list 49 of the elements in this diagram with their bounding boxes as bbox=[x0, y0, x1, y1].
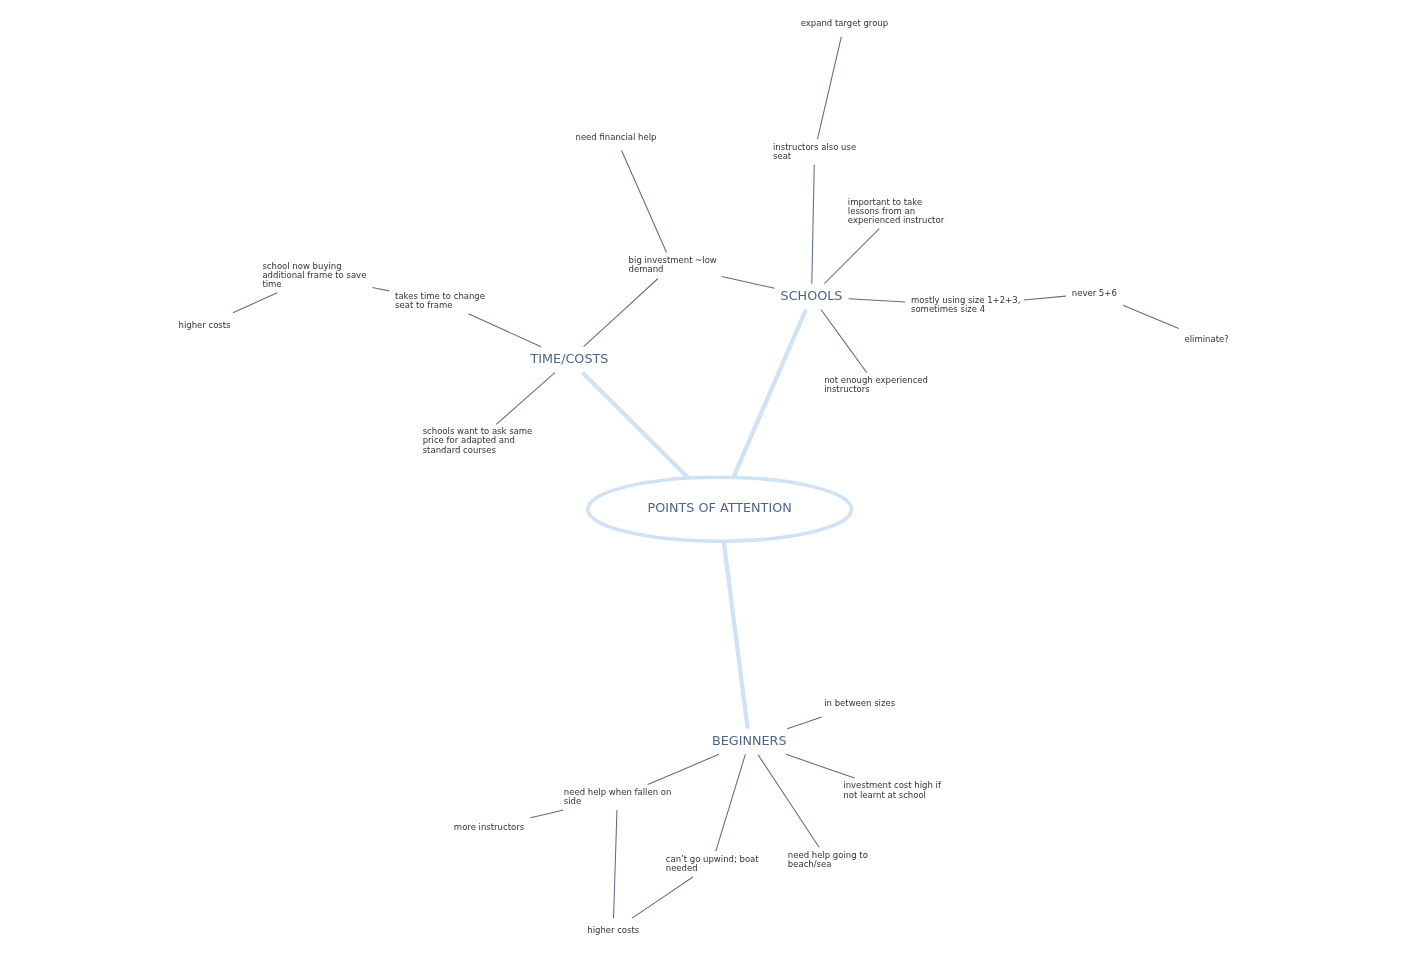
node-text: big investment ~low demand bbox=[628, 255, 717, 275]
node-text: expand target group bbox=[800, 18, 889, 29]
node-text: need help when fallen on side bbox=[563, 786, 672, 807]
node-text: schools want to ask same price for adapted and standard courses bbox=[422, 426, 533, 455]
connector bbox=[580, 370, 690, 480]
connector bbox=[631, 876, 694, 919]
node-text: need financial help bbox=[575, 131, 657, 142]
node-text: instructors also use seat bbox=[773, 141, 857, 161]
connector bbox=[583, 277, 659, 348]
node-text: not enough experienced instructors bbox=[824, 375, 928, 395]
connector bbox=[1122, 304, 1180, 330]
connector bbox=[848, 298, 906, 303]
connector bbox=[647, 753, 720, 785]
node-text: investment cost high if not learnt at school bbox=[843, 780, 941, 800]
node-text: TIME/COSTS bbox=[530, 350, 609, 366]
connector bbox=[232, 292, 278, 314]
connector bbox=[731, 308, 808, 478]
node-text: important to take lessons from an experienced instructor bbox=[847, 196, 945, 226]
connector bbox=[529, 809, 564, 819]
connector bbox=[495, 372, 556, 425]
node-text: school now buying additional frame to save time bbox=[262, 261, 367, 290]
node-text: takes time to change seat to frame bbox=[395, 290, 486, 310]
connector bbox=[823, 228, 880, 285]
node-text: mostly using size 1+2+3, sometimes size 4 bbox=[910, 294, 1021, 315]
node-text: eliminate? bbox=[1184, 334, 1229, 345]
connector bbox=[721, 541, 750, 729]
node-text: more instructors bbox=[453, 821, 525, 832]
node-text: never 5+6 bbox=[1071, 287, 1117, 298]
connector bbox=[715, 753, 746, 852]
connector bbox=[467, 313, 542, 348]
node-ellipse: POINTS OF ATTENTION bbox=[586, 475, 854, 543]
connector bbox=[811, 164, 815, 285]
node-text: need help going to beach/sea bbox=[787, 849, 868, 869]
connector bbox=[621, 149, 668, 254]
connector bbox=[371, 287, 390, 292]
node-text: higher costs bbox=[587, 925, 640, 936]
node-text: higher costs bbox=[178, 319, 231, 330]
connector bbox=[757, 753, 820, 848]
node-text: can’t go upwind; boat needed bbox=[665, 853, 759, 873]
node-text: BEGINNERS bbox=[712, 732, 787, 748]
connector bbox=[816, 36, 842, 140]
node-text: in between sizes bbox=[824, 698, 896, 709]
connector bbox=[1023, 295, 1067, 301]
connector bbox=[786, 716, 823, 730]
connector bbox=[785, 753, 856, 779]
node-text: SCHOOLS bbox=[780, 287, 843, 303]
connector bbox=[820, 309, 868, 374]
connector bbox=[613, 809, 618, 919]
connector bbox=[721, 275, 776, 289]
